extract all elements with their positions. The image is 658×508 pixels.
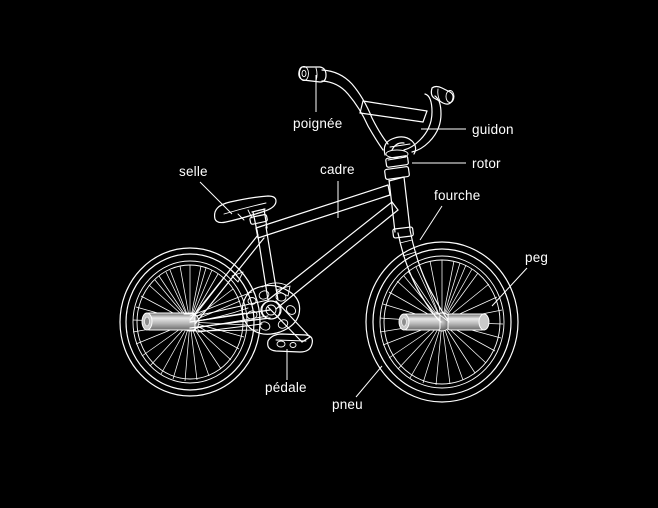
- fork: [392, 226, 450, 323]
- stem: [383, 136, 417, 156]
- pedal: [267, 333, 313, 353]
- label-poignee: poignée: [293, 116, 342, 131]
- rear-hub-detail: [183, 313, 197, 331]
- label-fourche: fourche: [434, 188, 480, 203]
- leader-lines: [199, 75, 528, 398]
- leader-peg: [491, 267, 528, 307]
- label-guidon: guidon: [472, 122, 514, 137]
- label-peg: peg: [525, 250, 548, 265]
- saddle: [213, 195, 277, 224]
- leader-pneu: [355, 365, 383, 398]
- front-left-peg: [398, 313, 441, 331]
- right-grip: [430, 85, 455, 105]
- label-pedale: pédale: [265, 380, 307, 395]
- leader-selle: [199, 181, 233, 215]
- front-right-peg: [447, 313, 490, 331]
- label-cadre: cadre: [320, 162, 355, 177]
- label-rotor: rotor: [472, 156, 501, 171]
- rotor-assembly: [384, 149, 410, 180]
- rear-left-peg: [141, 312, 196, 331]
- label-pneu: pneu: [332, 397, 363, 412]
- chain: [189, 291, 259, 332]
- leader-fourche: [419, 205, 443, 241]
- label-selle: selle: [179, 164, 208, 179]
